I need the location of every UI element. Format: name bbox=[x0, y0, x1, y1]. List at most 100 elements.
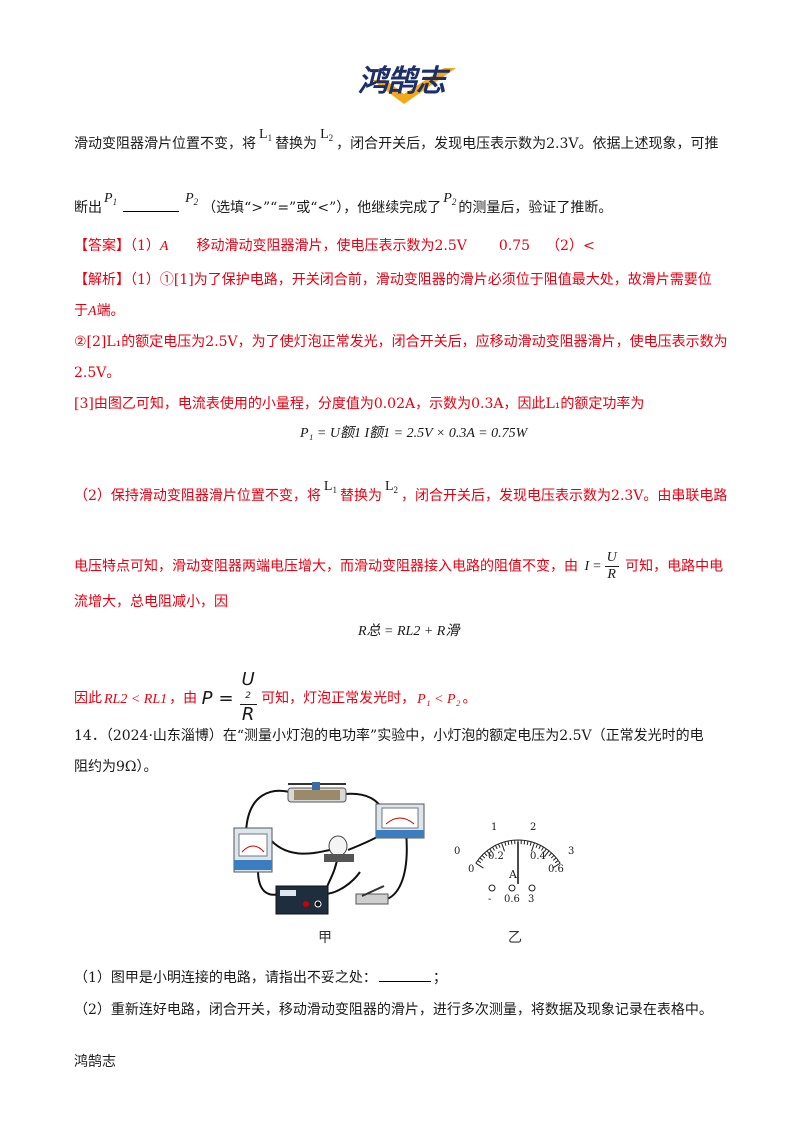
analysis-line-2: 于A端。 bbox=[74, 301, 125, 322]
logo: 鸿鹄志 bbox=[352, 50, 468, 106]
sub-question-1: （1）图甲是小明连接的电路，请指出不妥之处： ； bbox=[74, 968, 447, 988]
text-segment: 的测量后，验证了推断。 bbox=[458, 200, 613, 216]
footer-text: 鸿鹄志 bbox=[74, 1054, 116, 1070]
dial-tick bbox=[477, 860, 482, 864]
text-segment: （1） bbox=[130, 238, 160, 254]
dial-arc bbox=[475, 839, 561, 864]
text-segment: 替换为 bbox=[339, 488, 382, 504]
text-segment: A bbox=[88, 304, 97, 319]
analysis-line-7: 电压特点可知，滑动变阻器两端电压增大，而滑动变阻器接入电路的阻值不变，由 I= … bbox=[74, 550, 723, 583]
inequality-resistance: RL2 < RL1 bbox=[104, 691, 168, 707]
answer-blank[interactable] bbox=[378, 981, 431, 982]
analysis-line-1: 【解析】（1）①[1]为了保护电路，开关闭合前，滑动变阻器的滑片必须位于阻值最大… bbox=[74, 270, 712, 290]
dial-tick bbox=[497, 843, 501, 848]
dial-tick bbox=[484, 852, 488, 857]
dial-tick bbox=[535, 843, 539, 848]
symbol-L2: L2 bbox=[384, 479, 399, 495]
text-segment: 移动滑动变阻器滑片，使电压表示数为2.5V bbox=[196, 238, 467, 254]
logo-checkmark-graphic bbox=[372, 68, 456, 104]
analysis-line-8: 流增大，总电阻减小，因 bbox=[74, 594, 228, 610]
dial-tick bbox=[523, 840, 526, 845]
terminal-label-0-6: 0.6 bbox=[504, 894, 520, 905]
text-segment: 断出 bbox=[74, 200, 102, 216]
text-segment: 0.75 bbox=[498, 238, 531, 254]
symbol-P2-b: P2 bbox=[443, 191, 457, 207]
dial-tick bbox=[550, 854, 555, 859]
dial-tick bbox=[552, 857, 557, 861]
answer-line: 【答案】（1）A 移动滑动变阻器滑片，使电压表示数为2.5V 0.75 （2）< bbox=[74, 236, 595, 257]
terminal-post bbox=[508, 884, 516, 892]
scale-label-0-2: 0.2 bbox=[488, 851, 504, 862]
analysis-line-5: [3]由图乙可知，电流表使用的小量程，分度值为0.02A，示数为0.3A，因此L… bbox=[74, 396, 645, 412]
scale-label-3: 3 bbox=[568, 846, 575, 857]
dial-tick bbox=[507, 840, 510, 846]
circuit-figure-jia bbox=[228, 782, 438, 922]
symbol-P1: P1 bbox=[104, 191, 118, 207]
scale-label-2: 2 bbox=[530, 822, 537, 833]
text-segment: （1）图甲是小明连接的电路，请指出不妥之处： bbox=[74, 970, 377, 986]
analysis-line-3: ②[2]L₁的额定电压为2.5V，为了使灯泡正常发光，闭合开关后，应移动滑动变阻… bbox=[74, 334, 728, 350]
text-segment: ，由 bbox=[169, 690, 198, 707]
scale-label-0-inner: 0 bbox=[468, 864, 475, 875]
ammeter-dial-yi: 1 2 0 3 0.2 0.4 0 0.6 A - 0.6 3 bbox=[448, 820, 588, 920]
dial-tick bbox=[554, 860, 559, 864]
text-segment: 。 bbox=[462, 690, 477, 707]
text-segment: 因此 bbox=[74, 690, 102, 707]
inequality-power: P₁ < P₂ bbox=[417, 691, 461, 707]
dial-tick bbox=[479, 857, 484, 861]
scale-label-0-6: 0.6 bbox=[548, 864, 564, 875]
dial-tick bbox=[526, 840, 529, 846]
dial-tick bbox=[494, 845, 498, 850]
text-segment: 于 bbox=[74, 303, 88, 319]
terminal-label-minus: - bbox=[488, 894, 492, 905]
text-segment: 电压特点可知，滑动变阻器两端电压增大，而滑动变阻器接入电路的阻值不变，由 bbox=[74, 558, 578, 575]
scale-label-0-outer: 0 bbox=[454, 846, 461, 857]
question-14-line-1: 14．（2024·山东淄博）在“测量小灯泡的电功率”实验中，小灯泡的额定电压为2… bbox=[74, 728, 704, 744]
dial-tick bbox=[492, 846, 495, 851]
text-segment: 可知，灯泡正常发光时， bbox=[261, 690, 416, 707]
scale-label-0-4: 0.4 bbox=[530, 851, 546, 862]
text-segment: 替换为 bbox=[275, 136, 318, 152]
terminal-post bbox=[488, 884, 496, 892]
dial-tick bbox=[481, 854, 486, 859]
symbol-L1: L1 bbox=[323, 479, 337, 495]
answer-A: A bbox=[159, 239, 169, 254]
figure-label-jia: 甲 bbox=[318, 930, 332, 946]
text-segment: 端。 bbox=[96, 303, 125, 319]
dial-tick bbox=[504, 841, 507, 846]
symbol-P2: P2 bbox=[185, 191, 199, 207]
dial-tick bbox=[486, 850, 492, 857]
dial-tick bbox=[529, 841, 532, 846]
text-segment: （选填“>”“=”或“<”），他继续完成了 bbox=[202, 200, 442, 216]
logo-text: 鸿鹄志 bbox=[358, 64, 446, 99]
dial-tick bbox=[501, 842, 505, 852]
answer-blank[interactable] bbox=[123, 211, 180, 212]
question-14-line-2: 阻约为9Ω）。 bbox=[74, 759, 158, 775]
text-segment: 滑动变阻器滑片位置不变，将 bbox=[74, 136, 256, 152]
dial-tick bbox=[489, 848, 493, 853]
dial-tick bbox=[475, 862, 484, 869]
unit-label: A bbox=[509, 868, 517, 881]
text-segment: （2）保持滑动变阻器滑片位置不变，将 bbox=[74, 488, 321, 504]
terminal-post bbox=[528, 884, 536, 892]
dial-tick bbox=[538, 845, 542, 850]
analysis-tag: 【解析】 bbox=[74, 272, 130, 288]
circuit-illustration bbox=[233, 782, 425, 915]
text-segment: ； bbox=[432, 970, 447, 986]
dial-tick bbox=[544, 850, 550, 857]
text-segment: ，闭合开关后，发现电压表示数为2.3V。由串联电路 bbox=[401, 488, 728, 504]
figure-label-yi: 乙 bbox=[508, 930, 522, 946]
dial-tick bbox=[548, 852, 552, 857]
text-segment: （2）< bbox=[546, 238, 595, 254]
terminal-label-3: 3 bbox=[528, 894, 535, 905]
text-segment: ，闭合开关后，发现电压表示数为2.3V。依据上述现象，可推 bbox=[336, 136, 719, 152]
equation-total-resistance: R总 = RL2 + R滑 bbox=[358, 624, 460, 639]
answer-tag: 【答案】 bbox=[74, 238, 130, 254]
text-segment: 可知，电路中电 bbox=[625, 558, 724, 575]
